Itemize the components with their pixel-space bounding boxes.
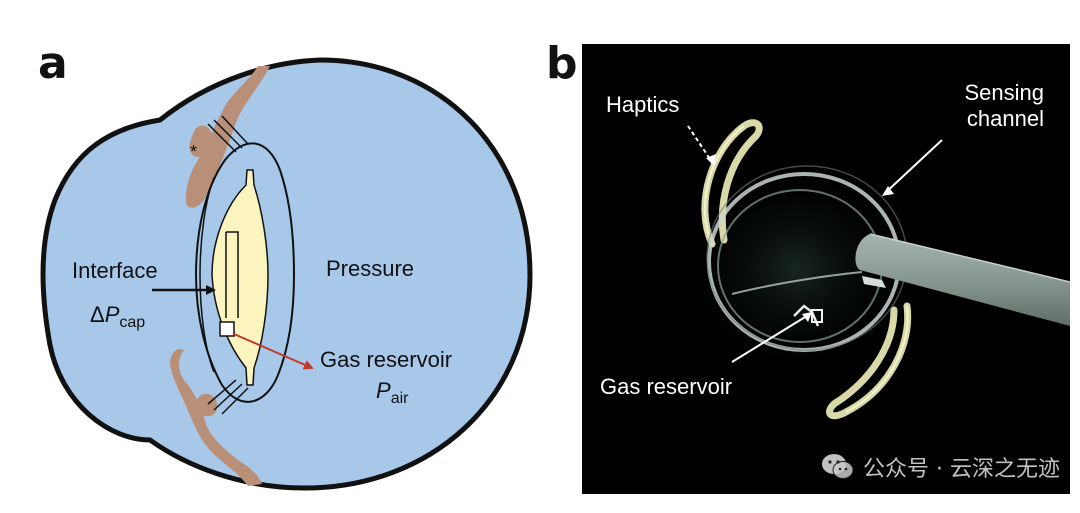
label-delta-p-cap: ΔPcap	[90, 302, 145, 331]
tissue-top-lobe	[189, 125, 212, 157]
implant-photo: Haptics Sensing channel Gas reservoir	[582, 44, 1070, 494]
label-gas-reservoir-b: Gas reservoir	[600, 374, 733, 399]
forceps-probe	[855, 234, 1070, 326]
label-haptics: Haptics	[606, 92, 680, 117]
label-p-air: Pair	[376, 378, 409, 407]
label-gas-reservoir-a: Gas reservoir	[320, 347, 452, 372]
implant-photo-art	[677, 119, 1070, 420]
gas-reservoir-arrow	[233, 333, 314, 370]
gas-reservoir-arrow-b	[731, 313, 811, 363]
asterisk-mark: *	[190, 142, 197, 162]
capsule-outline	[194, 142, 296, 403]
wechat-icon	[822, 454, 854, 479]
eyeball	[40, 57, 533, 491]
label-pressure: Pressure	[326, 256, 414, 281]
haptics-dashed-arrow	[687, 125, 713, 163]
capsule-inner-arc	[199, 177, 215, 373]
sensing-channel-arrow	[883, 139, 943, 195]
label-sensing-channel: Sensing channel	[964, 80, 1044, 131]
sensing-channel	[225, 231, 239, 318]
gas-reservoir-photo	[811, 309, 823, 323]
label-interface: Interface	[72, 258, 158, 283]
tissue-bottom-lobe	[195, 393, 218, 417]
watermark: 公众号 · 云深之无迹	[821, 451, 1060, 483]
gas-reservoir-box	[219, 321, 235, 337]
tissue-top	[185, 66, 270, 208]
tissue-bottom	[170, 348, 262, 486]
panel-a-letter: a	[38, 38, 68, 89]
panel-b-letter: b	[546, 38, 578, 89]
eye-diagram: * Interface ΔPcap Pressure Gas reservoir…	[40, 57, 533, 491]
watermark-text: 公众号 · 云深之无迹	[863, 457, 1060, 482]
